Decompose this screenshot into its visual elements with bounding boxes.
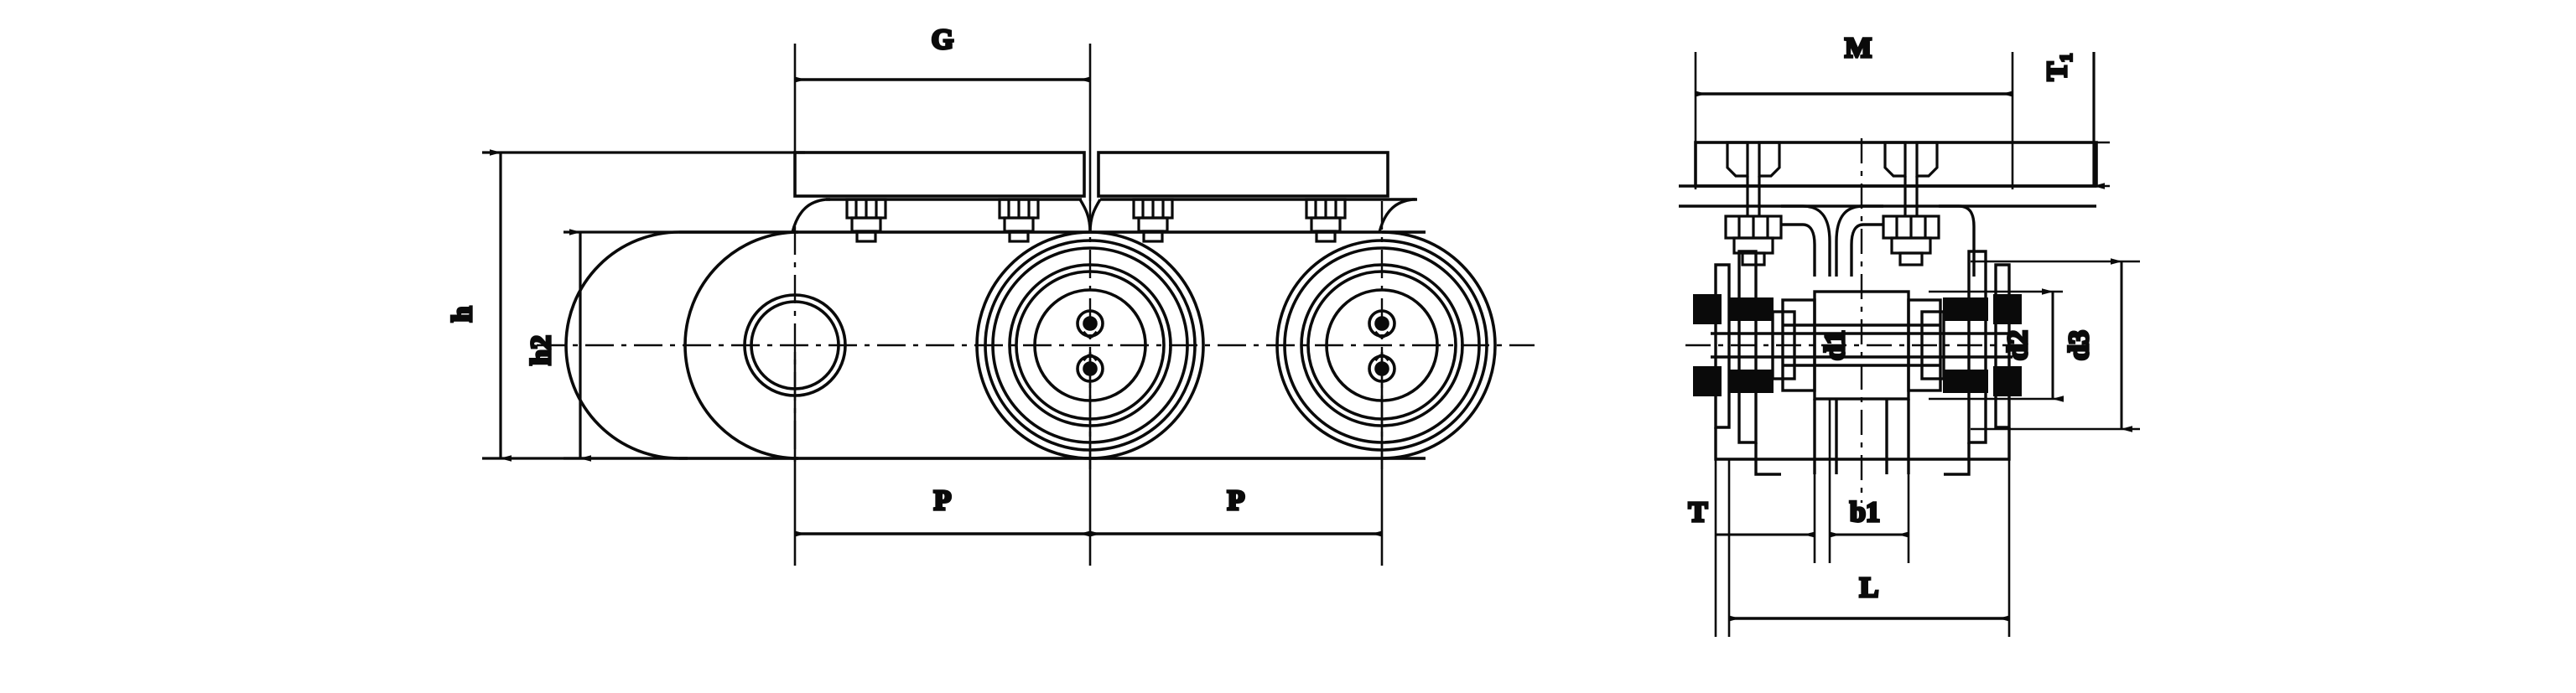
section-view: M T₁ d1 d2 d3 T [1679,31,2140,637]
bolt-tip-left [1741,251,1766,266]
section-clamp-blocks [1693,294,2022,396]
dimension-L: L [1727,459,2011,637]
dimension-T: T [1687,459,1717,637]
bolt-head-right [1883,141,1907,178]
attachment-plate-right [1097,151,1389,198]
clamp-right-2 [1943,370,1988,393]
dimension-label-L: L [1860,572,1879,603]
attachment-bolt-group [845,198,1347,243]
dimension-label-d2: d2 [2002,330,2033,360]
dimension-label-h: h [447,306,478,322]
dimension-P-second: P [1089,352,1384,566]
dimension-d2: d2 [1929,288,2064,402]
roller-body-right [1907,298,1942,392]
section-bolt-right [1882,141,1940,266]
bolt-head-left [1726,141,1749,178]
bolt-4 [1305,198,1347,243]
bolt-3 [1132,198,1174,243]
attachment-plate-left [793,151,1086,198]
dimension-P-first: P [793,352,1092,566]
dimension-label-P-second: P [1228,485,1245,516]
dimension-b1: b1 [1716,399,1910,563]
clamp-right-3 [1993,294,2022,324]
clamp-left-3 [1728,297,1774,321]
dimension-label-M: M [1845,33,1872,64]
clamp-left-2 [1693,366,1722,396]
dimension-label-P-first: P [934,485,952,516]
dimension-label-T: T [1689,497,1708,528]
bolt-head-right-b [1915,141,1939,178]
clamp-left-1 [1693,294,1722,324]
dimension-label-d3: d3 [2064,330,2095,360]
shoulder-left [791,198,830,233]
clamp-left-4 [1728,370,1774,393]
dimension-d1: d1 [1818,328,1852,361]
dimension-T1: T₁ [2012,52,2110,189]
dimension-M: M [1694,31,2014,189]
bolt-1 [845,198,887,243]
bolt-2 [998,198,1040,243]
front-view: G h h2 P P [445,23,1535,566]
section-view-centerlines [1685,138,2029,503]
dimension-G: G [793,23,1092,201]
clamp-right-4 [1993,366,2022,396]
dimension-label-b1: b1 [1850,497,1880,528]
link-plate-tail-left [564,230,798,460]
section-bolt-left [1724,141,1783,266]
clamp-right-1 [1943,297,1988,321]
bolt-tip-right [1898,251,1924,266]
dimension-label-d1: d1 [1820,330,1851,360]
attachment-arm-left [1781,204,1831,277]
bolt-head-left-b [1758,141,1781,178]
dimension-d3: d3 [1971,258,2140,432]
attachment-arm-right-b [1850,223,1883,277]
dimension-h2: h2 [524,229,755,462]
attachment-arm-left-b [1781,223,1816,277]
dimension-label-h2: h2 [526,335,557,365]
section-attachment-strap [1679,184,2096,277]
attachment-arm-right2 [1939,204,1976,277]
link-plate-flanks [679,230,1426,460]
dimension-label-T1: T₁ [2042,54,2073,81]
dimension-label-G: G [932,24,953,55]
